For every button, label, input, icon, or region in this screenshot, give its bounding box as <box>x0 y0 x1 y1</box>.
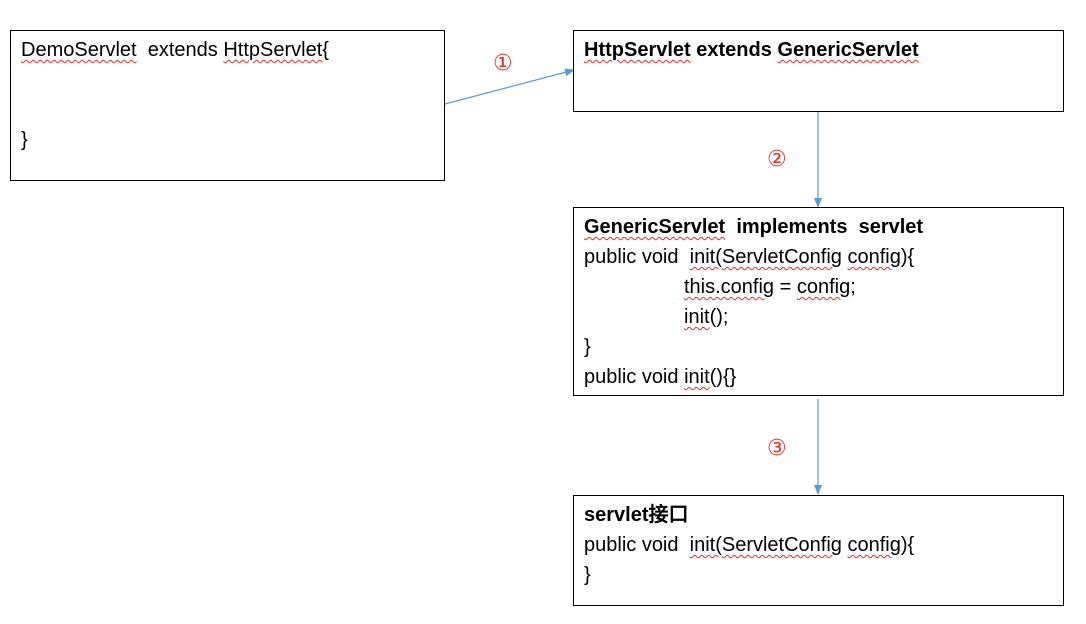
servlet-init-config-signature: public void init(ServletConfig config){ <box>584 534 915 556</box>
servlet-close-brace: } <box>584 564 591 586</box>
generic-init-noarg: public void init(){} <box>584 366 737 388</box>
servlet-interface-title: servlet接口 <box>584 504 689 526</box>
servlet-interface-box: servlet接口 public void init(ServletConfig… <box>573 495 1064 606</box>
step-marker-1: ① <box>493 51 513 76</box>
http-servlet-box: HttpServlet extends GenericServlet <box>573 30 1064 112</box>
generic-init-config-signature: public void init(ServletConfig config){ <box>584 246 915 268</box>
step-marker-3: ③ <box>767 436 787 461</box>
generic-close-brace: } <box>584 336 591 358</box>
generic-servlet-title: GenericServlet implements servlet <box>584 216 924 238</box>
generic-servlet-box: GenericServlet implements servlet public… <box>573 207 1064 396</box>
http-servlet-title: HttpServlet extends GenericServlet <box>584 39 919 61</box>
demo-servlet-box: DemoServlet extends HttpServlet{ } <box>10 30 445 181</box>
demo-servlet-close-brace: } <box>21 129 28 151</box>
generic-call-init: init(); <box>684 306 729 328</box>
step-marker-2: ② <box>767 147 787 172</box>
generic-assign-config: this.config = config; <box>684 276 856 298</box>
arrow-demo-to-http <box>444 68 575 105</box>
demo-servlet-declaration: DemoServlet extends HttpServlet{ <box>21 39 329 61</box>
